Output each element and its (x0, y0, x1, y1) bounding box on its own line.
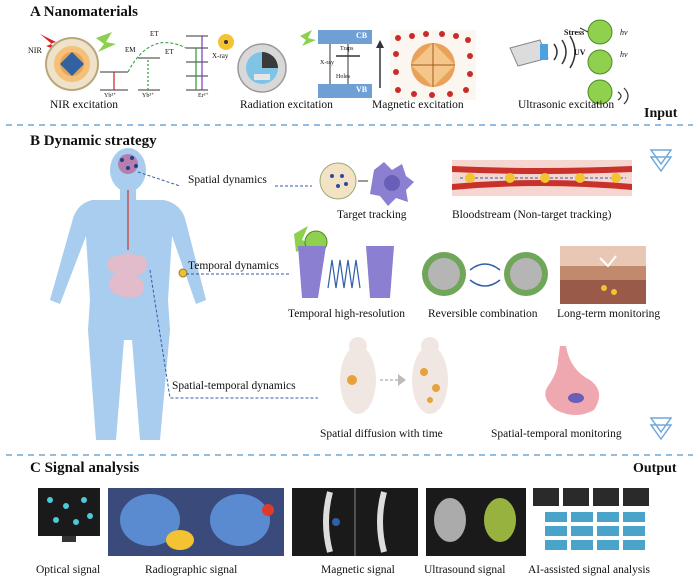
caption-magnetic-signal: Magnetic signal (321, 564, 395, 576)
caption-spatial-temporal-monitoring: Spatial-temporal monitoring (491, 428, 622, 440)
caption-spatial-diffusion: Spatial diffusion with time (320, 428, 443, 440)
inset-hv2: hv (620, 50, 628, 59)
caption-magnetic-excitation: Magnetic excitation (372, 99, 464, 111)
long-term-monitoring-inset (560, 246, 646, 304)
green-flash-icon (96, 32, 116, 52)
inset-holes: Holes (336, 74, 350, 80)
sphere-icon (587, 19, 613, 45)
inset-xray: X-ray (212, 52, 229, 60)
caption-target-tracking: Target tracking (337, 209, 407, 221)
band-vb (318, 84, 372, 98)
caption-bloodstream: Bloodstream (Non-target tracking) (452, 209, 612, 221)
caption-ultrasound-signal: Ultrasound signal (424, 564, 506, 576)
label-spatial-temporal-dynamics: Spatial-temporal dynamics (172, 380, 296, 392)
spatial-diffusion-inset (340, 337, 448, 414)
caption-optical-signal: Optical signal (36, 564, 101, 576)
down-triangle-icon (649, 424, 673, 441)
label-spatial-dynamics: Spatial dynamics (188, 174, 267, 186)
lightning-icon (40, 34, 62, 52)
inset-traps: Traps (340, 46, 354, 52)
caption-reversible-combination: Reversible combination (428, 308, 538, 320)
bloodstream-inset (452, 160, 632, 196)
optical-signal-panel (38, 488, 100, 542)
caption-ultrasonic-excitation: Ultrasonic excitation (518, 99, 615, 111)
caption-long-term-monitoring: Long-term monitoring (557, 308, 661, 320)
caption-ai-signal-analysis: AI-assisted signal analysis (528, 564, 651, 576)
down-triangle-icon (649, 156, 673, 173)
radiographic-signal-panel (108, 488, 284, 556)
caption-radiation-excitation: Radiation excitation (240, 99, 333, 111)
temporal-high-resolution-inset (294, 226, 394, 298)
section-b-title: B Dynamic strategy (30, 133, 157, 149)
inset-yb1: Yb³⁺ (104, 93, 117, 99)
inset-er: Er³⁺ (198, 93, 209, 99)
reversible-combination-inset (422, 252, 548, 296)
output-label: Output (633, 461, 677, 476)
nir-excitation-inset (40, 32, 208, 91)
brain-network-icon (118, 154, 138, 174)
inset-et2: ET (165, 48, 174, 56)
inset-cb: CB (356, 31, 368, 40)
intestine-icon (107, 254, 147, 298)
inset-hv1: hv (620, 28, 628, 37)
inset-nir: NIR (28, 46, 42, 55)
magnetic-excitation-inset (376, 30, 476, 100)
band-cb (318, 30, 372, 44)
caption-radiographic-signal: Radiographic signal (145, 564, 238, 576)
inset-uv: UV (574, 48, 586, 57)
inset-vb: VB (356, 85, 368, 94)
caption-temporal-high-resolution: Temporal high-resolution (288, 308, 406, 320)
label-temporal-dynamics: Temporal dynamics (188, 260, 279, 272)
radiation-excitation-inset (218, 30, 372, 98)
stomach-icon (545, 346, 600, 415)
inset-yb2: Yb³⁺ (142, 93, 155, 99)
section-a-title: A Nanomaterials (30, 4, 138, 20)
ai-signal-analysis-panel (533, 488, 661, 556)
input-label: Input (644, 106, 678, 121)
caption-nir-excitation: NIR excitation (50, 99, 119, 111)
inset-et1: ET (150, 30, 159, 38)
ultrasound-signal-panel (426, 488, 526, 556)
wrist-marker (178, 268, 188, 278)
inset-em: EM (125, 46, 136, 54)
ultrasonic-excitation-inset (509, 19, 629, 105)
inset-xray2: X-ray (320, 60, 334, 66)
magnetic-signal-panel (292, 488, 418, 556)
section-c-title: C Signal analysis (30, 460, 140, 476)
target-tracking-inset (319, 162, 414, 206)
inset-stress: Stress (564, 28, 585, 37)
